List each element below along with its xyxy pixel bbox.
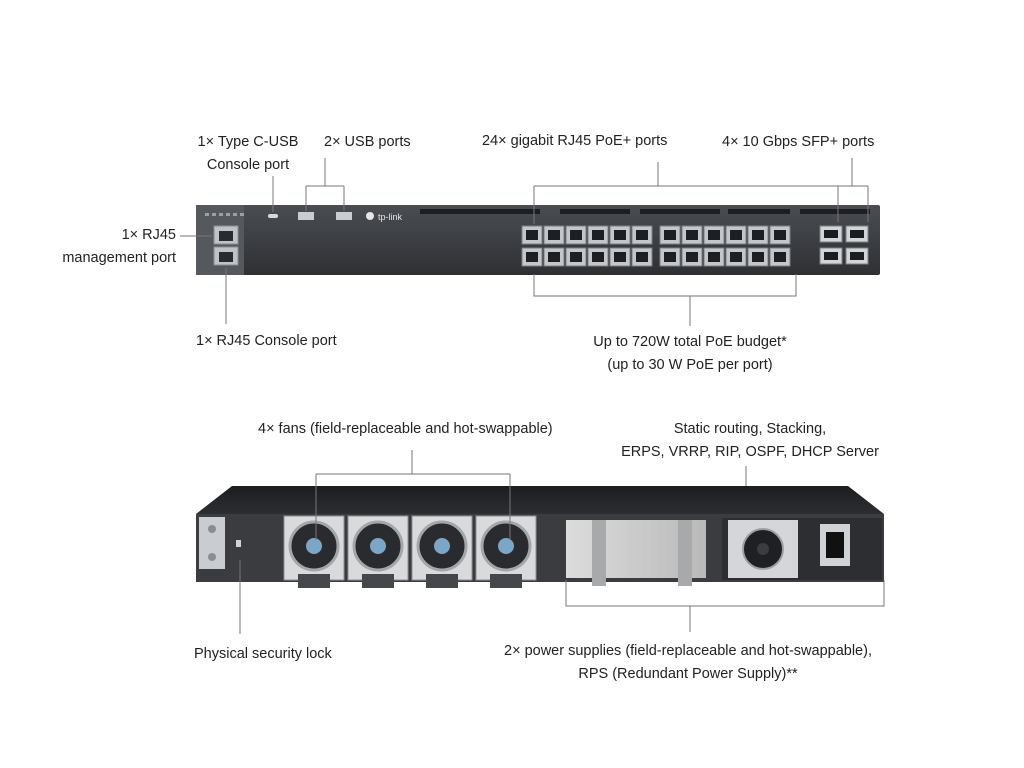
rj45-port-socket [752, 252, 764, 262]
power-supplies-label: 2× power supplies (field-replaceable and… [468, 640, 908, 686]
poe-budget-label: Up to 720W total PoE budget* (up to 30 W… [560, 331, 820, 377]
routing-label-line2: ERPS, VRRP, RIP, OSPF, DHCP Server [621, 444, 879, 460]
poe-budget-label-line1: Up to 720W total PoE budget* [593, 334, 787, 350]
fan-hub [498, 538, 514, 554]
front-callouts [180, 158, 869, 326]
rj45-port-socket [614, 230, 626, 240]
rj45-port-socket [636, 252, 648, 262]
rj45-poe-port-grid [521, 225, 791, 267]
rj45-port-socket [730, 252, 742, 262]
rj45-port-socket [752, 230, 764, 240]
typec-console-label-line2: Console port [206, 157, 290, 173]
rear-chassis-top [196, 486, 884, 514]
rj45-port-socket [664, 252, 676, 262]
rj45-port-socket [526, 230, 538, 240]
security-lock-plate [199, 517, 225, 569]
security-lock-label: Physical security lock [194, 646, 332, 662]
routing-label: Static routing, Stacking, ERPS, VRRP, RI… [600, 418, 900, 464]
rj45-port-socket [592, 230, 604, 240]
power-supplies-label-line2: RPS (Redundant Power Supply)** [578, 666, 798, 682]
rj45-port-socket [614, 252, 626, 262]
usb-port-2 [336, 212, 352, 220]
fan-modules [283, 515, 537, 588]
front-panel: tp-link [196, 205, 880, 275]
fans-label: 4× fans (field-replaceable and hot-swapp… [258, 421, 553, 437]
rj45-management-label-line2: management port [62, 250, 176, 266]
fan-handle [490, 574, 522, 588]
rj45-port-socket [708, 230, 720, 240]
rj45-port-socket [686, 252, 698, 262]
status-leds [205, 213, 244, 216]
rj45-port-socket [592, 252, 604, 262]
power-supplies-label-line1: 2× power supplies (field-replaceable and… [504, 643, 872, 659]
rj45-port-socket [730, 230, 742, 240]
rj45-port-socket [636, 230, 648, 240]
rj45-port-socket [774, 252, 786, 262]
poe-budget-label-line2: (up to 30 W PoE per port) [607, 357, 773, 373]
rj45-port-socket [708, 252, 720, 262]
rj45-poe-ports-label: 24× gigabit RJ45 PoE+ ports [482, 133, 668, 149]
typec-console-label: 1× Type C-USB Console port [186, 131, 310, 177]
rj45-port-socket [686, 230, 698, 240]
fan-hub [370, 538, 386, 554]
rj45-port-socket [570, 230, 582, 240]
rj45-port-socket [774, 230, 786, 240]
rj45-port-socket [664, 230, 676, 240]
fan-handle [298, 574, 330, 588]
rj45-port-socket [570, 252, 582, 262]
rj45-console-label: 1× RJ45 Console port [196, 333, 337, 349]
sfp-ports-label: 4× 10 Gbps SFP+ ports [722, 134, 875, 150]
typec-port [268, 214, 278, 218]
rj45-port-socket [526, 252, 538, 262]
rear-panel [196, 486, 884, 588]
brand-logo-icon [366, 212, 374, 220]
security-lock-icon [236, 540, 241, 547]
rear-callouts [239, 450, 885, 634]
rj45-management-label: 1× RJ45 management port [40, 224, 176, 270]
fan-handle [426, 574, 458, 588]
rj45-port-socket [548, 230, 560, 240]
routing-label-line1: Static routing, Stacking, [673, 421, 827, 437]
usb-ports-label: 2× USB ports [324, 134, 411, 150]
rj45-management-label-line1: 1× RJ45 [121, 227, 176, 243]
front-vents [420, 209, 870, 214]
brand-logo: tp-link [378, 212, 403, 222]
usb-port-1 [298, 212, 314, 220]
fan-hub [434, 538, 450, 554]
typec-console-label-line1: 1× Type C-USB [197, 134, 299, 150]
fan-handle [362, 574, 394, 588]
fan-hub [306, 538, 322, 554]
rj45-port-socket [548, 252, 560, 262]
